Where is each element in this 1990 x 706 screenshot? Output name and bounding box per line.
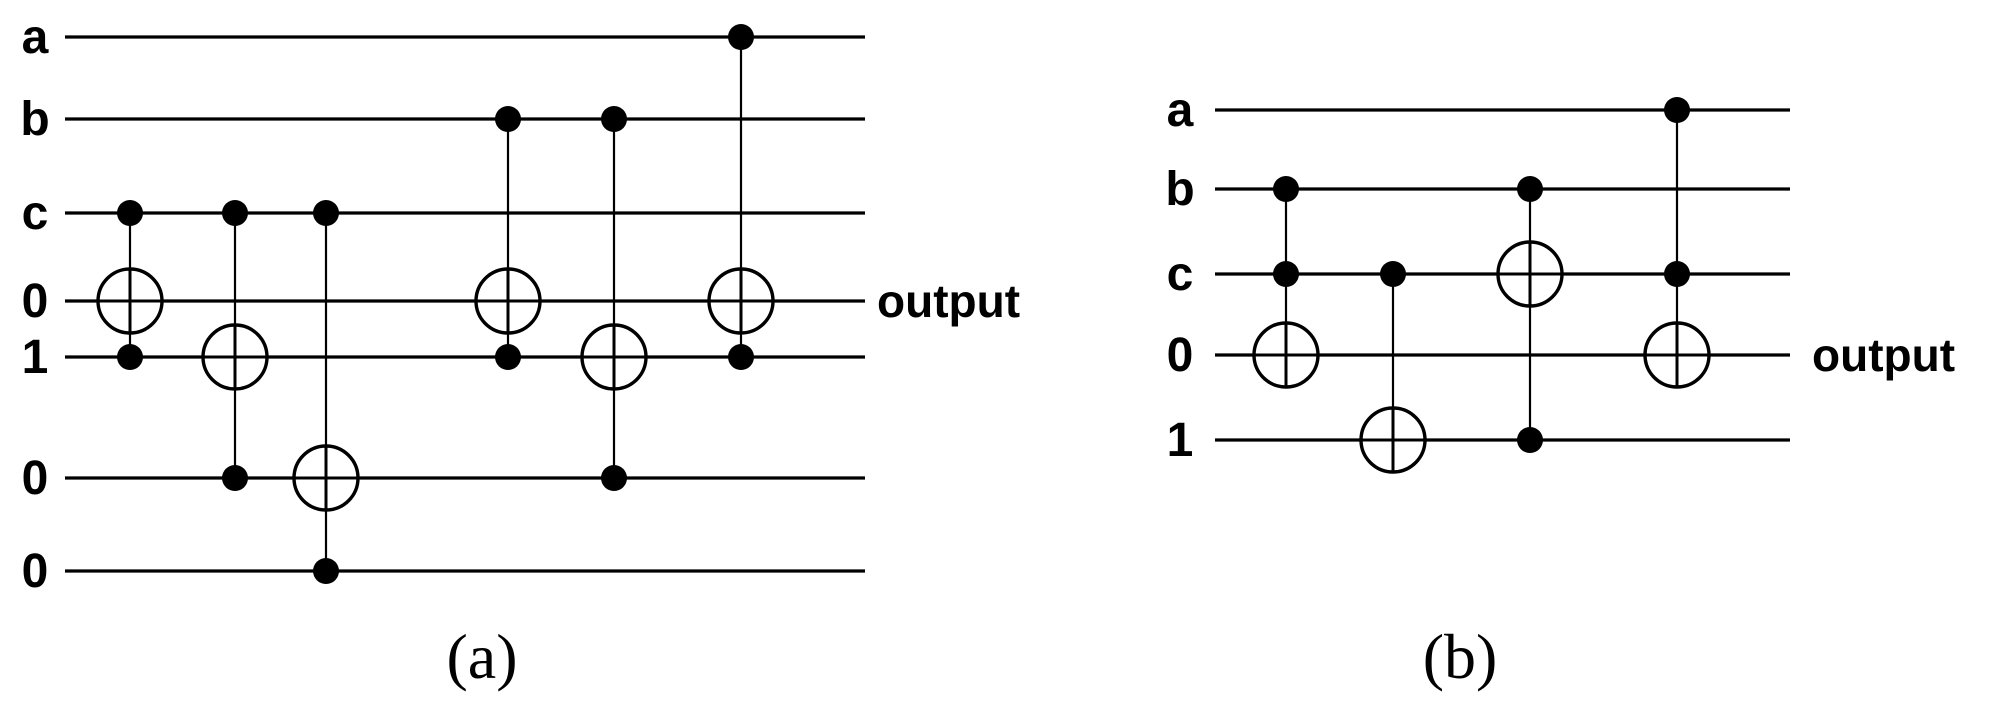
control-dot: [728, 24, 754, 50]
gate-b-2: [1496, 176, 1564, 453]
wire-label-a-4: 1: [22, 331, 49, 384]
wire-label-a-6: 0: [22, 545, 49, 598]
control-dot: [1517, 176, 1543, 202]
wire-label-b-4: 1: [1167, 414, 1194, 467]
wire-label-b-3: 0: [1167, 329, 1194, 382]
wire-label-b-0: a: [1167, 84, 1194, 137]
gate-a-4: [580, 106, 648, 491]
control-dot: [1664, 97, 1690, 123]
output-label-b: output: [1812, 329, 1955, 381]
gate-a-2: [292, 200, 360, 584]
gate-a-0: [96, 200, 164, 370]
control-dot: [728, 344, 754, 370]
output-label-a: output: [877, 275, 1020, 327]
caption-a: (a): [446, 621, 517, 692]
caption-b: (b): [1423, 621, 1498, 692]
wire-label-b-2: c: [1167, 248, 1194, 301]
wire-label-b-1: b: [1165, 163, 1194, 216]
control-dot: [601, 106, 627, 132]
control-dot: [117, 344, 143, 370]
wire-label-a-1: b: [20, 93, 49, 146]
control-dot: [117, 200, 143, 226]
control-dot: [222, 200, 248, 226]
gate-b-0: [1252, 176, 1320, 389]
control-dot: [1380, 261, 1406, 287]
wire-label-a-2: c: [22, 187, 49, 240]
control-dot: [222, 465, 248, 491]
wire-label-a-5: 0: [22, 452, 49, 505]
gate-a-1: [201, 200, 269, 491]
control-dot: [601, 465, 627, 491]
gate-b-1: [1359, 261, 1427, 474]
control-dot: [1517, 427, 1543, 453]
gate-a-5: [707, 24, 775, 370]
control-dot: [1273, 261, 1299, 287]
control-dot: [313, 558, 339, 584]
control-dot: [1664, 261, 1690, 287]
gate-a-3: [474, 106, 542, 370]
wire-label-a-3: 0: [22, 275, 49, 328]
control-dot: [495, 344, 521, 370]
circuit-b: (b) abc 0 1 output: [1165, 84, 1955, 692]
control-dot: [495, 106, 521, 132]
control-dot: [1273, 176, 1299, 202]
control-dot: [313, 200, 339, 226]
wire-label-a-0: a: [22, 11, 49, 64]
gate-b-3: [1643, 97, 1711, 389]
